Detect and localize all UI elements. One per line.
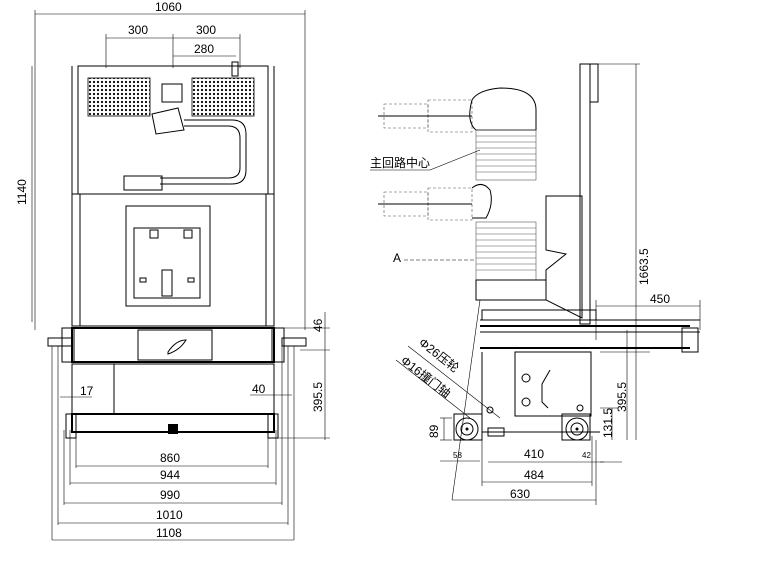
side-view: 主回路中心 A 1663.5 450 [370,63,701,505]
dim-58: 58 [453,451,462,460]
dim-1010: 1010 [156,508,183,522]
dim-height: 1140 [15,179,29,205]
dim-40: 40 [252,382,266,396]
dim-42: 42 [582,451,591,460]
dim-46: 46 [311,318,325,332]
dim-395-5: 395.5 [311,382,325,412]
dim-overall-width: 1060 [155,0,182,14]
dim-17: 17 [80,384,94,398]
dim-410: 410 [524,447,544,461]
dim-860: 860 [160,451,180,465]
dim-1108: 1108 [156,526,182,540]
dim-top-280: 280 [194,42,214,56]
dim-1663-5: 1663.5 [637,248,651,285]
dim-395-5-side: 395.5 [615,382,629,412]
label-main-circuit-center: 主回路中心 [370,155,430,170]
dim-top-right-300: 300 [196,23,216,37]
dim-top-left-300: 300 [128,23,148,37]
dim-484: 484 [524,468,544,482]
dim-450: 450 [650,292,670,306]
dim-89: 89 [427,424,441,438]
dim-944: 944 [160,468,180,482]
dim-990: 990 [160,488,180,502]
label-marker-a: A [393,251,401,265]
dim-630: 630 [510,487,530,501]
dim-131-5: 131.5 [601,408,615,438]
front-view: 1060 300 300 280 1140 [15,0,330,541]
